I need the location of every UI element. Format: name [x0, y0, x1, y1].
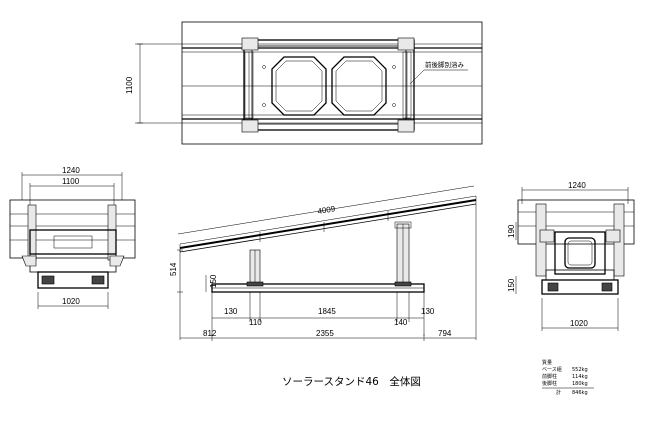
side-view-overhang-left: 812	[203, 329, 217, 338]
weight-table: 質量 ベース組 552kg 前脚柱 114kg 後脚柱 180kg 計 846k…	[542, 359, 594, 396]
rear-view-outer-dim: 1240	[568, 181, 586, 190]
rear-view-upper-dim: 190	[507, 224, 516, 238]
side-view-post-small: 150	[209, 274, 218, 288]
weight-row-value: 114kg	[572, 374, 588, 380]
front-view-inner-dim: 1100	[62, 177, 80, 186]
weight-row-label: ベース組	[542, 366, 562, 373]
top-view-annotation: 前後脚別溶み	[425, 60, 465, 69]
side-view-post-width-left: 110	[249, 318, 262, 327]
rear-view-lower-dim: 150	[507, 278, 516, 292]
side-view-overhang-right: 794	[438, 329, 452, 338]
weight-row-label: 前脚柱	[542, 373, 557, 380]
front-view-outer-dim: 1240	[62, 166, 80, 175]
front-view: 1240 1100 1020	[9, 166, 136, 309]
top-view: 前後脚別溶み 1100	[125, 21, 483, 145]
rear-view-base-dim: 1020	[570, 319, 588, 328]
side-view-offset-right: 130	[421, 307, 435, 316]
side-view-offset-left: 130	[224, 307, 238, 316]
drawing-title: ソーラースタンド46 全体図	[282, 375, 421, 388]
side-view-rail-length: 4009	[317, 204, 337, 216]
weight-table-header: 質量	[542, 359, 552, 366]
weight-total-value: 846kg	[572, 390, 588, 396]
weight-row-value: 180kg	[572, 381, 588, 387]
side-view: 4009 514 150 130	[169, 185, 477, 341]
side-view-span-base: 2355	[316, 329, 334, 338]
top-view-width-dim: 1100	[125, 76, 134, 94]
weight-total-label: 計	[556, 389, 561, 396]
side-view-height: 514	[169, 262, 178, 276]
side-view-post-width-right: 140	[394, 318, 408, 327]
rear-view: 1240 190 150 1020	[507, 181, 635, 331]
side-view-span-posts: 1845	[318, 307, 336, 316]
front-view-base-dim: 1020	[62, 297, 80, 306]
weight-row-label: 後脚柱	[542, 380, 557, 387]
weight-row-value: 552kg	[572, 367, 588, 373]
